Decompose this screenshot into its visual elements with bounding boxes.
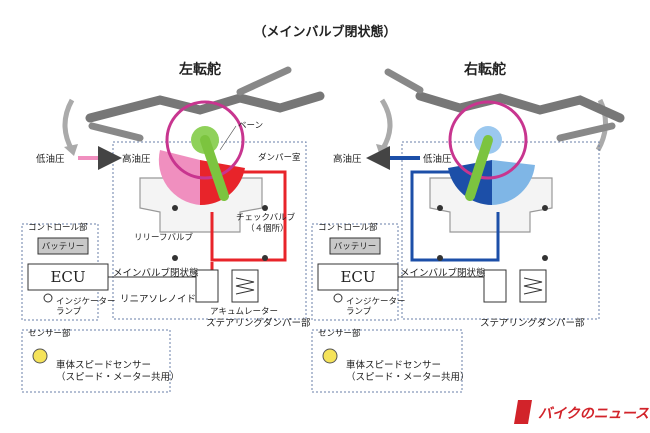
left-check-valve-label: チェックバルブ: [236, 212, 296, 223]
left-accumulator: [231, 269, 259, 303]
right-high-pressure-label: 高油圧: [333, 153, 362, 165]
left-linear-solenoid-label: リニアソレノイド: [120, 294, 196, 305]
right-low-pressure-chamber: [492, 160, 535, 205]
left-linear-solenoid: [195, 269, 219, 303]
right-handlebar: [384, 68, 625, 142]
left-main-valve-state: 閉状態: [170, 267, 199, 279]
left-low-pressure-label: 低油圧: [36, 153, 65, 165]
right-sensor-unit-box: [311, 329, 463, 393]
right-sensor-unit-label: センサー部: [318, 328, 361, 339]
right-indicator-lamp: [333, 293, 343, 303]
left-speed-sensor-icon: [32, 348, 48, 364]
left-control-unit-label: コントロール部: [28, 222, 88, 233]
right-indicator-label-1: インジケーター: [346, 297, 406, 307]
left-rotation-arrow: [62, 98, 75, 152]
left-battery-label: バッテリー: [42, 242, 85, 252]
left-indicator-label-2: ランプ: [56, 307, 82, 317]
right-damper-box: [401, 141, 600, 320]
left-ecu: [27, 263, 109, 291]
left-speed-sensor-label: 車体スピードセンサー: [56, 359, 151, 371]
right-heading: 右転舵: [463, 61, 506, 78]
left-high-pressure-label: 高油圧: [122, 153, 151, 165]
right-battery: [329, 237, 381, 255]
right-speed-sensor-label: 車体スピードセンサー: [346, 359, 441, 371]
right-speed-sensor-note: （スピード・メーター共用）: [346, 371, 470, 383]
right-battery-label: バッテリー: [334, 242, 377, 252]
left-check-valve-count: （４個所）: [246, 223, 289, 234]
left-vane-label: ベーン: [238, 121, 263, 131]
left-ecu-label: ECU: [50, 268, 85, 286]
right-highlight-ring: [448, 100, 528, 180]
left-main-valve-label: メインバルブ: [113, 267, 171, 279]
left-low-pressure-chamber: [158, 150, 200, 205]
left-sensor-unit-label: センサー部: [28, 328, 71, 339]
left-oil-line: [210, 170, 287, 262]
left-indicator-label-1: インジケーター: [56, 297, 116, 307]
watermark-text: バイクのニュース: [538, 406, 649, 422]
right-rotation-arrow: [379, 98, 393, 152]
right-main-valve-label: メインバルブ: [400, 267, 458, 279]
left-steering-damper-label: ステアリングダンパー部: [206, 317, 311, 329]
left-battery: [37, 237, 89, 255]
left-check-valves: [172, 205, 268, 261]
right-accumulator: [519, 269, 547, 303]
right-steering-damper-label: ステアリングダンパー部: [480, 317, 585, 329]
right-ecu-label: ECU: [340, 268, 375, 286]
left-speed-sensor-note: （スピード・メーター共用）: [56, 371, 180, 383]
right-vane-lever: [465, 135, 493, 201]
left-accumulator-label: アキュムレーター: [210, 307, 278, 317]
left-indicator-lamp: [43, 293, 53, 303]
left-damper-chamber-label: ダンパー室: [258, 152, 301, 163]
left-sensor-unit-box: [21, 329, 171, 393]
right-low-pressure-label: 低油圧: [423, 153, 452, 165]
right-main-valve-state: 閉状態: [457, 267, 486, 279]
right-check-valves: [437, 205, 548, 261]
left-panel: 左転舵 低油圧 高油圧: [21, 61, 325, 393]
page-title: （メインバルブ閉状態）: [253, 24, 396, 40]
watermark-logo: バイクのニュース: [514, 400, 649, 424]
left-highlight-ring: [165, 100, 245, 180]
left-vane-lever: [200, 135, 229, 201]
right-speed-sensor-icon: [322, 348, 338, 364]
left-relief-valve-label: リリーフバルブ: [134, 232, 193, 243]
left-heading: 左転舵: [178, 61, 221, 78]
right-control-unit-label: コントロール部: [318, 222, 378, 233]
right-oil-line: [410, 170, 500, 262]
right-panel: 右転舵 高油圧 低油圧 メインバルブ 閉状態 ステアリングダンパー部: [311, 61, 625, 393]
right-linear-solenoid: [483, 269, 507, 303]
right-indicator-label-2: ランプ: [346, 307, 372, 317]
